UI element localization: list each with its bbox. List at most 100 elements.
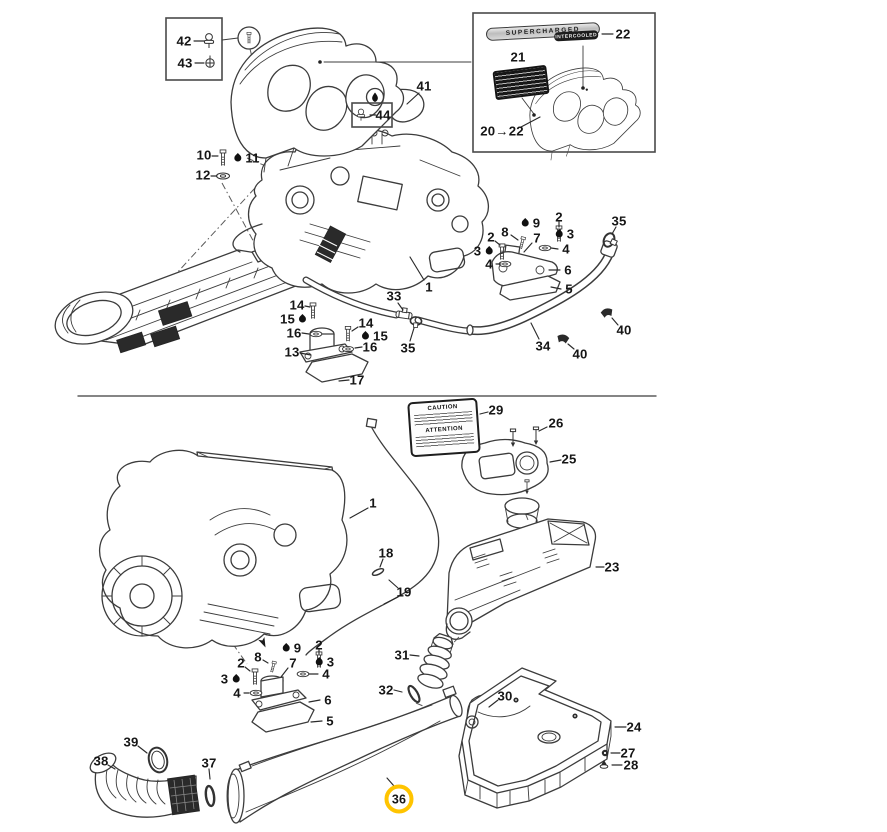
callout-4[interactable]: 4 [562, 242, 570, 257]
callout-1[interactable]: 1 [425, 280, 433, 295]
adapter-drawing [417, 632, 454, 689]
callout-3[interactable]: 3 [554, 227, 575, 242]
callout-40[interactable]: 40 [572, 347, 587, 362]
callout-label: 23 [604, 559, 620, 575]
callout-12[interactable]: 12 [195, 168, 210, 183]
callout-label: 38 [93, 753, 109, 769]
callout-9[interactable]: 9 [520, 216, 541, 231]
callout-44[interactable]: 44 [375, 108, 390, 123]
callout-27[interactable]: 27 [620, 746, 635, 761]
callout-5[interactable]: 5 [565, 282, 573, 297]
callout-8[interactable]: 8 [254, 650, 262, 665]
callout-26[interactable]: 26 [548, 416, 563, 431]
callout-24[interactable]: 24 [626, 720, 641, 735]
callout-38[interactable]: 38 [93, 754, 108, 769]
callout-29[interactable]: 29 [488, 403, 503, 418]
callout-label: 7 [533, 230, 541, 246]
callout-10[interactable]: 10 [196, 148, 211, 163]
callout-40[interactable]: 40 [616, 323, 631, 338]
callout-6[interactable]: 6 [564, 263, 572, 278]
callout-18[interactable]: 18 [378, 546, 393, 561]
callout-label: 42 [176, 33, 192, 49]
tee-icon [395, 307, 413, 320]
callout-2[interactable]: 2 [487, 230, 495, 245]
callout-6[interactable]: 6 [324, 693, 332, 708]
arrow-icon [258, 636, 266, 648]
callout-31[interactable]: 31 [394, 648, 409, 663]
callout-label: 8 [254, 649, 262, 665]
callout-33[interactable]: 33 [386, 289, 401, 304]
callout-label: 1 [425, 279, 433, 295]
callout-label: 35 [611, 213, 627, 229]
callout-15[interactable]: 15 [360, 329, 388, 344]
callout-37[interactable]: 37 [201, 756, 216, 771]
callout-13[interactable]: 13 [284, 345, 299, 360]
callout-5[interactable]: 5 [326, 714, 334, 729]
callout-4[interactable]: 4 [485, 257, 493, 272]
mount-bottom-drawing [251, 675, 315, 733]
callout-11[interactable]: 11 [232, 151, 259, 166]
washer-icon [216, 172, 230, 180]
callout-label: 6 [324, 692, 332, 708]
callout-22[interactable]: 22 [615, 27, 630, 42]
callout-label: 26 [548, 415, 564, 431]
callout-1[interactable]: 1 [369, 496, 377, 511]
callout-14[interactable]: 14 [289, 298, 304, 313]
callout-39[interactable]: 39 [123, 735, 138, 750]
callout-19[interactable]: 19 [396, 585, 411, 600]
callout-label: 34 [535, 338, 551, 354]
callout-label: 2 [237, 655, 245, 671]
callout-7[interactable]: 7 [289, 656, 297, 671]
callout-21[interactable]: 21 [510, 50, 525, 65]
clamp-icon [602, 232, 618, 248]
callout-9[interactable]: 9 [281, 641, 302, 656]
callout-3[interactable]: 3 [474, 244, 495, 259]
circle-callout [237, 26, 261, 50]
callout-label: 28 [623, 757, 639, 773]
engine-cover-drawing [230, 27, 405, 173]
callout-23[interactable]: 23 [604, 560, 619, 575]
callout-41[interactable]: 41 [416, 79, 431, 94]
callout-34[interactable]: 34 [535, 339, 550, 354]
callout-20→22[interactable]: 20→22 [480, 124, 524, 139]
callout-3[interactable]: 3 [314, 655, 335, 670]
callout-14[interactable]: 14 [358, 316, 373, 331]
callout-35[interactable]: 35 [400, 341, 415, 356]
corrugated-hose-drawing [89, 752, 200, 818]
callout-16[interactable]: 16 [286, 326, 301, 341]
callout-28[interactable]: 28 [623, 758, 638, 773]
callout-36-highlighted[interactable]: 36 [384, 784, 414, 814]
circle-callout [365, 87, 385, 107]
air-tube-drawing [226, 685, 463, 824]
grease-droplet-icon [230, 674, 241, 684]
callout-label: 33 [386, 288, 402, 304]
stud-icon [532, 426, 540, 445]
callout-label: 4 [233, 685, 241, 701]
callout-label: 7 [289, 655, 297, 671]
callout-15[interactable]: 15 [280, 312, 308, 327]
bolt-icon [309, 302, 317, 319]
part-44-box [351, 102, 393, 128]
callout-2[interactable]: 2 [237, 656, 245, 671]
callout-17[interactable]: 17 [349, 373, 364, 388]
callout-32[interactable]: 32 [378, 683, 393, 698]
callout-2[interactable]: 2 [555, 210, 563, 225]
callout-4[interactable]: 4 [322, 667, 330, 682]
callout-35[interactable]: 35 [611, 214, 626, 229]
callout-label: 43 [177, 55, 193, 71]
callout-7[interactable]: 7 [533, 231, 541, 246]
stud-icon [509, 428, 517, 447]
callout-16[interactable]: 16 [362, 340, 377, 355]
callout-label: 8 [501, 224, 509, 240]
callout-3[interactable]: 3 [221, 672, 242, 687]
callout-label: 21 [510, 49, 526, 65]
callout-2[interactable]: 2 [315, 638, 323, 653]
nut-icon [601, 749, 609, 757]
callout-42[interactable]: 42 [176, 34, 191, 49]
callout-4[interactable]: 4 [233, 686, 241, 701]
callout-label: 3 [326, 654, 335, 670]
callout-30[interactable]: 30 [497, 689, 512, 704]
callout-8[interactable]: 8 [501, 225, 509, 240]
callout-43[interactable]: 43 [177, 56, 192, 71]
callout-25[interactable]: 25 [561, 452, 576, 467]
